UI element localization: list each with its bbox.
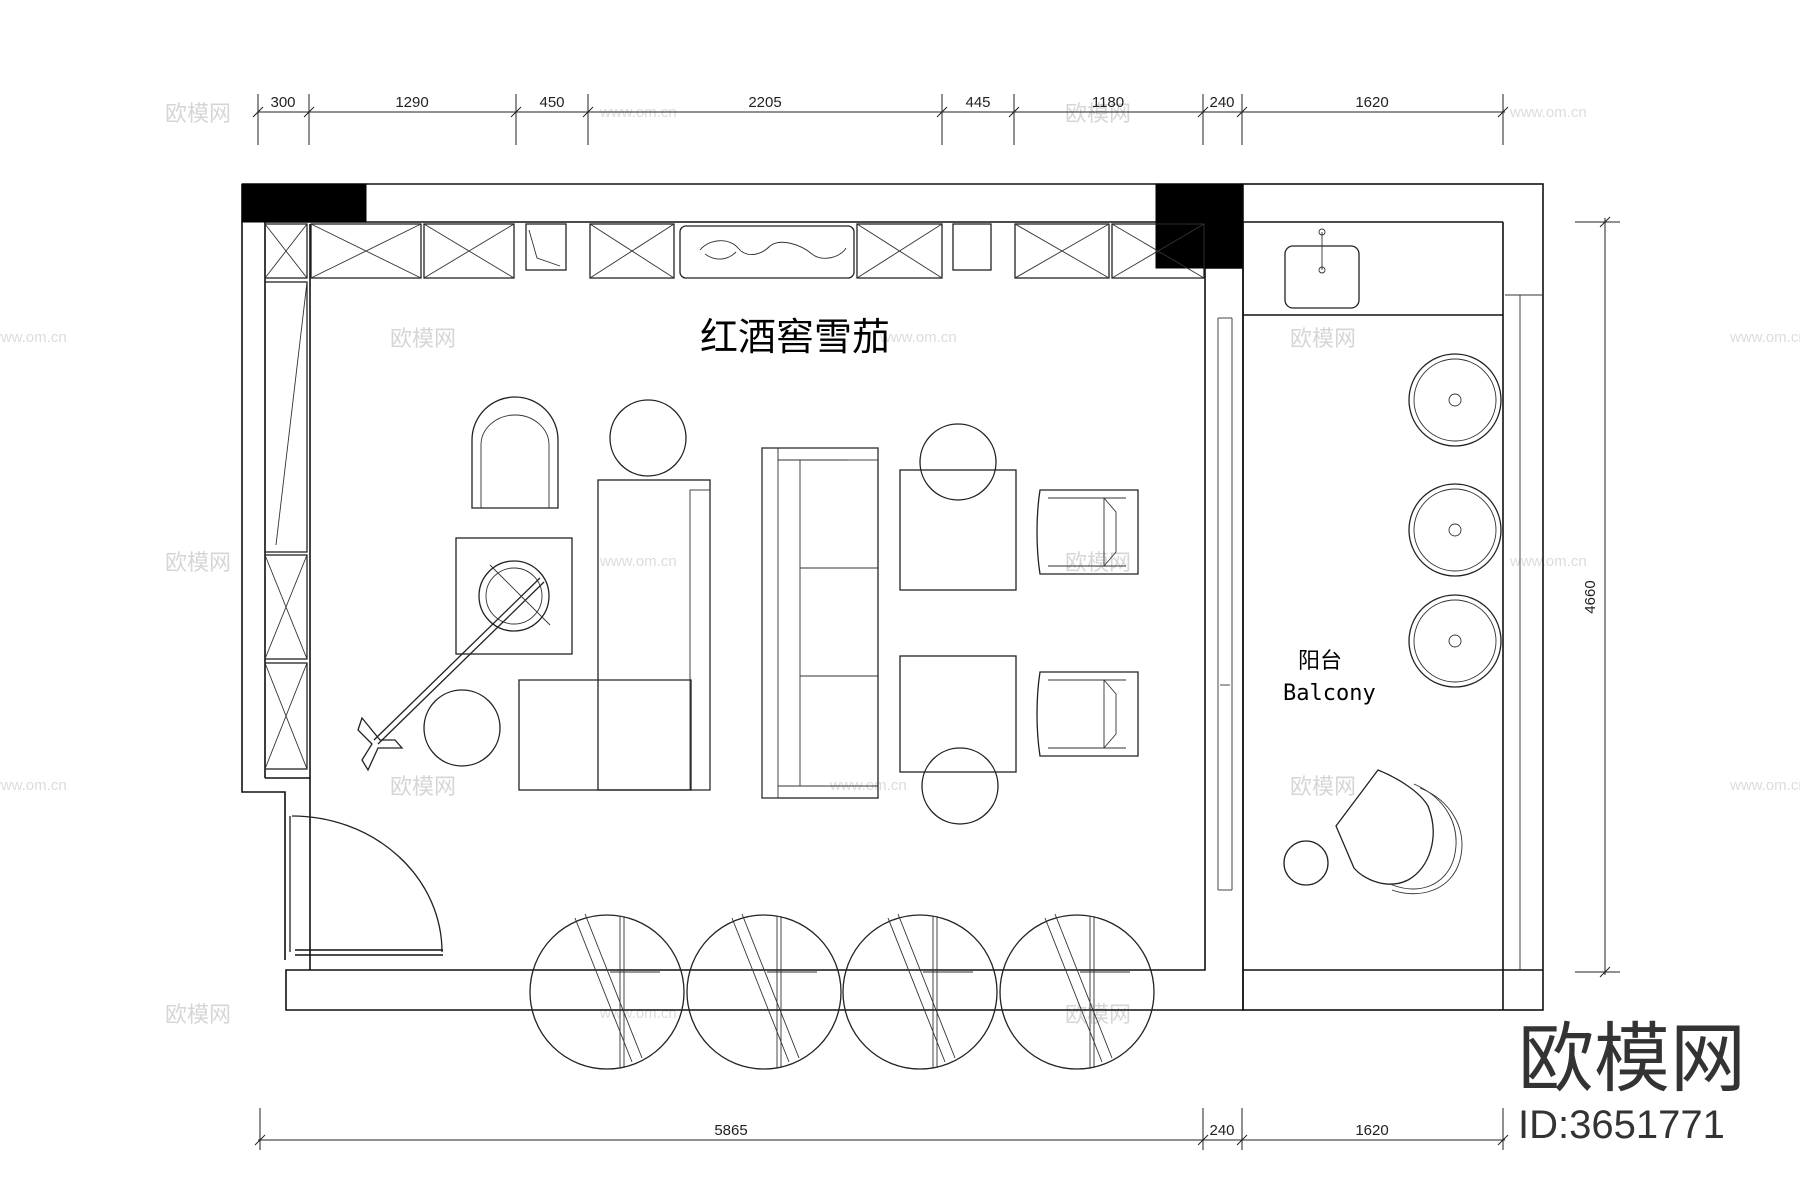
dimension-bottom: 5865 240 1620 — [254, 1108, 1509, 1150]
dining-set-upper — [899, 423, 1139, 591]
watermark-brand: 欧模网 — [1290, 775, 1356, 800]
bar-stool — [529, 913, 685, 1070]
lounge-chair — [1036, 671, 1139, 757]
balcony-furniture — [1283, 228, 1502, 895]
l-sofa — [518, 479, 711, 791]
dimension-label: 1620 — [1355, 94, 1388, 111]
watermark-brand: 欧模网 — [165, 551, 231, 576]
dimension-label: 450 — [539, 94, 564, 111]
side-table — [455, 537, 573, 655]
armchair — [471, 396, 559, 509]
column — [241, 183, 367, 223]
bar-stool — [999, 913, 1155, 1070]
bar-stool — [842, 913, 998, 1070]
room-title: 红酒窖雪茄 — [700, 315, 890, 359]
round-stool — [423, 689, 501, 767]
watermark-site: www.om.cn — [599, 553, 677, 570]
entry-door — [289, 815, 443, 953]
watermark-brand: 欧模网 — [1065, 1003, 1131, 1028]
watermarks: 欧模网 www.om.cn 欧模网 www.om.cn www.om.cn 欧模… — [0, 102, 1800, 1028]
dimension-ticks — [252, 94, 1509, 145]
watermark-brand: 欧模网 — [165, 102, 231, 127]
dimension-label: 240 — [1209, 1122, 1234, 1139]
balcony-outline — [1242, 183, 1544, 1011]
balcony-label-cn: 阳台 — [1298, 649, 1342, 674]
watermark-site: www.om.cn — [1509, 553, 1587, 570]
watermark-site: www.om.cn — [0, 777, 67, 794]
wine-cabinets-left — [264, 281, 308, 770]
round-stool — [919, 423, 997, 501]
dimension-label: 4660 — [1582, 580, 1599, 613]
dimension-label: 240 — [1209, 94, 1234, 111]
bar-stools — [529, 913, 1155, 1070]
logo-id: ID:3651771 — [1518, 1103, 1725, 1147]
watermark-brand: 欧模网 — [165, 1003, 231, 1028]
dimension-label: 1180 — [1092, 94, 1124, 111]
watermark-site: www.om.cn — [1729, 777, 1800, 794]
table-top — [478, 560, 550, 632]
balcony-label-en: Balcony — [1283, 681, 1376, 706]
dimension-label: 5865 — [714, 1122, 747, 1139]
watermark-site: www.om.cn — [1509, 104, 1587, 121]
side-table — [1283, 840, 1329, 886]
watermark-brand: 欧模网 — [1065, 551, 1131, 576]
square-table — [899, 469, 1017, 591]
dimension-label: 1290 — [395, 94, 428, 111]
round-stool — [609, 399, 687, 477]
watermark-brand: 欧模网 — [1065, 102, 1131, 127]
dimension-right: 4660 — [1575, 216, 1620, 978]
round-stool — [921, 747, 999, 825]
dimension-label: 2205 — [748, 94, 781, 111]
floor-lamp — [357, 564, 551, 772]
dimension-ticks — [254, 1108, 1509, 1150]
lounge-chair — [1036, 489, 1139, 575]
round-seat — [1408, 594, 1502, 688]
dimension-label: 445 — [965, 94, 990, 111]
wine-cabinets-top — [264, 223, 1205, 279]
column — [1155, 183, 1243, 269]
lounge-chair — [1335, 769, 1463, 895]
watermark-brand: 欧模网 — [390, 775, 456, 800]
dimension-label: 300 — [270, 94, 295, 111]
watermark-site: www.om.cn — [879, 329, 957, 346]
walls — [241, 183, 1544, 1011]
wash-basin — [1284, 228, 1360, 309]
watermark-site: www.om.cn — [0, 329, 67, 346]
left-lounge — [357, 396, 711, 791]
bar-stool — [686, 913, 842, 1070]
watermark-brand: 欧模网 — [1290, 327, 1356, 352]
dining-set-lower — [899, 655, 1139, 825]
brand-logo: 欧模网 ID:3651771 — [1518, 1014, 1746, 1147]
dimension-label: 1620 — [1355, 1122, 1388, 1139]
watermark-site: www.om.cn — [1729, 329, 1800, 346]
logo-brand: 欧模网 — [1518, 1014, 1746, 1103]
center-sofa — [761, 447, 879, 799]
watermark-site: www.om.cn — [829, 777, 907, 794]
square-table — [899, 655, 1017, 773]
round-seat — [1408, 483, 1502, 577]
round-seat — [1408, 353, 1502, 447]
watermark-brand: 欧模网 — [390, 327, 456, 352]
dimension-top: 300 1290 450 2205 445 1180 240 1620 — [252, 94, 1509, 145]
